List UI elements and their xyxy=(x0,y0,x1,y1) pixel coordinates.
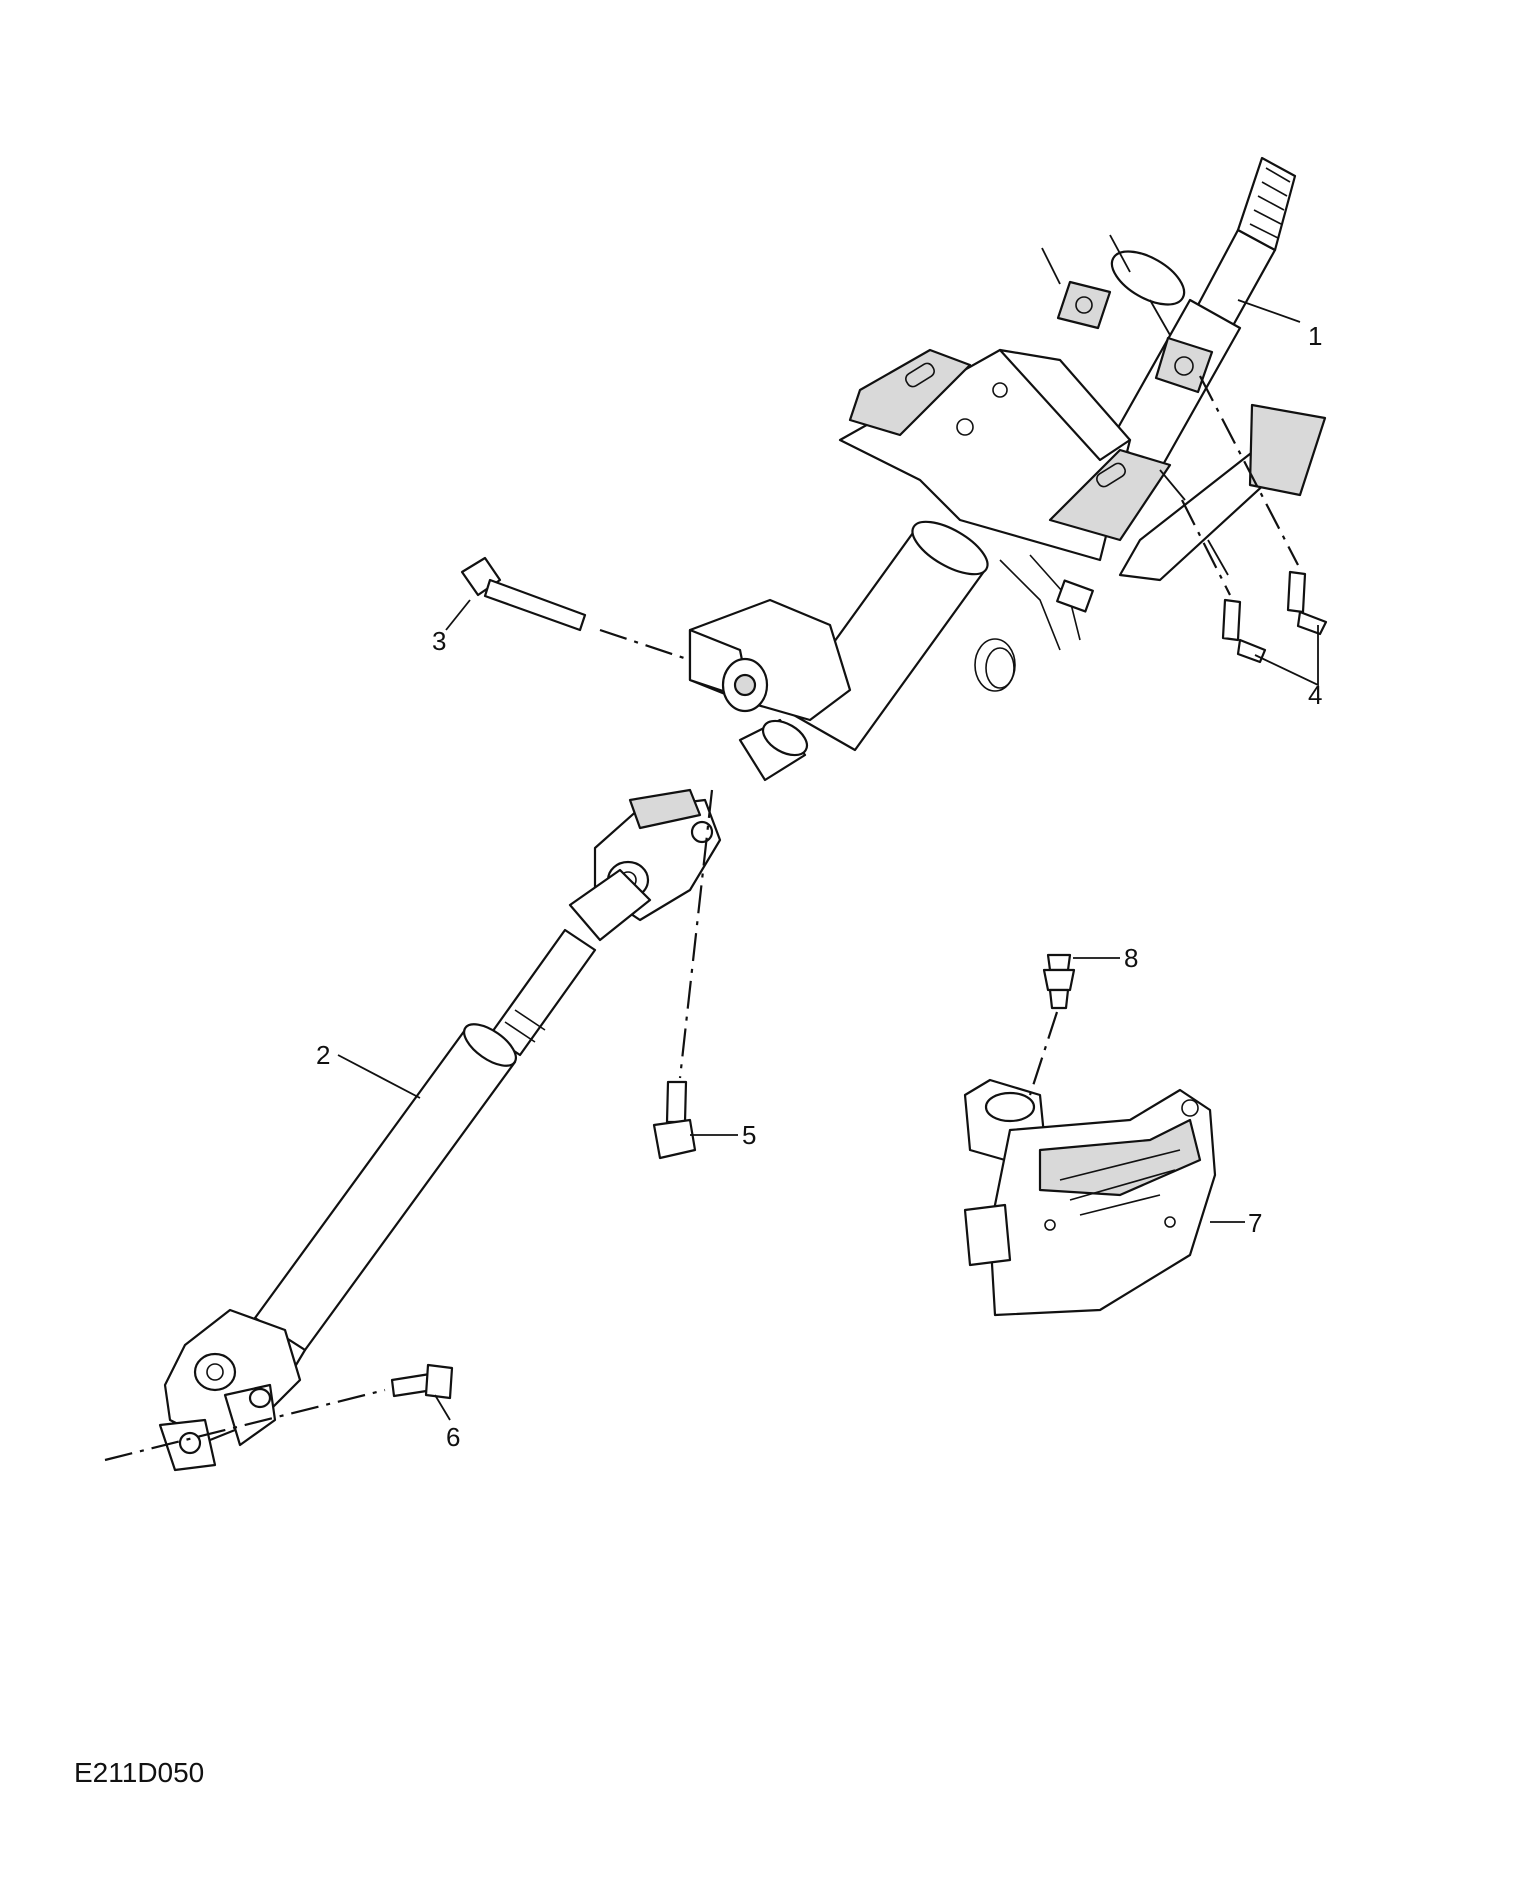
callout-7: 7 xyxy=(1248,1208,1262,1238)
callout-6: 6 xyxy=(446,1422,460,1452)
callout-4: 4 xyxy=(1308,680,1322,710)
universal-joint-bolt xyxy=(652,789,714,1160)
callout-leaders xyxy=(337,299,1319,1421)
lower-joint-bolt xyxy=(104,1363,454,1462)
pivot-bolt xyxy=(460,556,691,662)
callout-numbers: 1 2 3 4 5 6 7 8 xyxy=(316,321,1322,1452)
callout-2: 2 xyxy=(316,1040,330,1070)
callout-8: 8 xyxy=(1124,943,1138,973)
intermediate-shaft xyxy=(158,788,722,1472)
steering-column-assembly xyxy=(688,156,1327,782)
callout-5: 5 xyxy=(742,1120,756,1150)
shear-screw xyxy=(1028,953,1076,1096)
callout-1: 1 xyxy=(1308,321,1322,351)
diagram-reference-code: E211D050 xyxy=(74,1757,204,1788)
bracket-bolts xyxy=(1181,375,1328,664)
steering-lock-housing xyxy=(963,1078,1217,1317)
callout-3: 3 xyxy=(432,626,446,656)
